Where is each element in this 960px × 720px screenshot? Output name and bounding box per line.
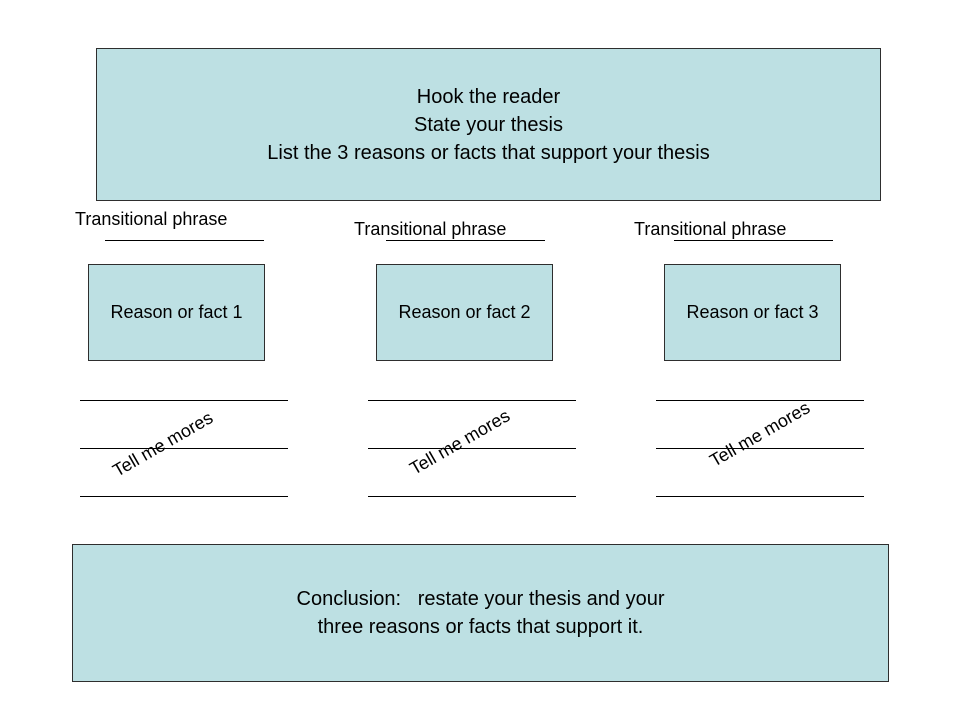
detail-line-3a [656,400,864,401]
intro-thesis-text: State your thesis [414,113,563,136]
detail-line-3b [656,448,864,449]
conclusion-line-2: three reasons or facts that support it. [317,616,644,638]
conclusion-line-1: Conclusion: restate your thesis and your [296,588,665,610]
detail-line-2a [368,400,576,401]
conclusion-box: Conclusion: restate your thesis and your… [72,544,889,682]
transitional-phrase-1: Transitional phrase [75,209,228,229]
reason-label-3: Reason or fact 3 [686,302,819,322]
reason-label-1: Reason or fact 1 [110,302,243,322]
transitional-underline-1 [105,240,264,241]
intro-hook-text: Hook the reader [416,85,561,108]
tell-me-more-1: Tell me mores [109,407,217,481]
reason-box-2: Reason or fact 2 [376,264,553,361]
transitional-phrase-2: Transitional phrase [354,219,507,239]
reason-box-3: Reason or fact 3 [664,264,841,361]
intro-reasons-text: List the 3 reasons or facts that support… [267,141,710,164]
detail-line-1a [80,400,288,401]
tell-me-more-3: Tell me mores [706,397,814,471]
detail-line-1c [80,496,288,497]
detail-line-2b [368,448,576,449]
tell-me-more-2: Tell me mores [406,405,514,479]
detail-line-3c [656,496,864,497]
transitional-underline-3 [674,240,833,241]
detail-line-1b [80,448,288,449]
reason-box-1: Reason or fact 1 [88,264,265,361]
reason-label-2: Reason or fact 2 [398,302,531,322]
detail-line-2c [368,496,576,497]
transitional-phrase-3: Transitional phrase [634,219,787,239]
introduction-box: Hook the reader State your thesis List t… [96,48,881,201]
transitional-underline-2 [386,240,545,241]
